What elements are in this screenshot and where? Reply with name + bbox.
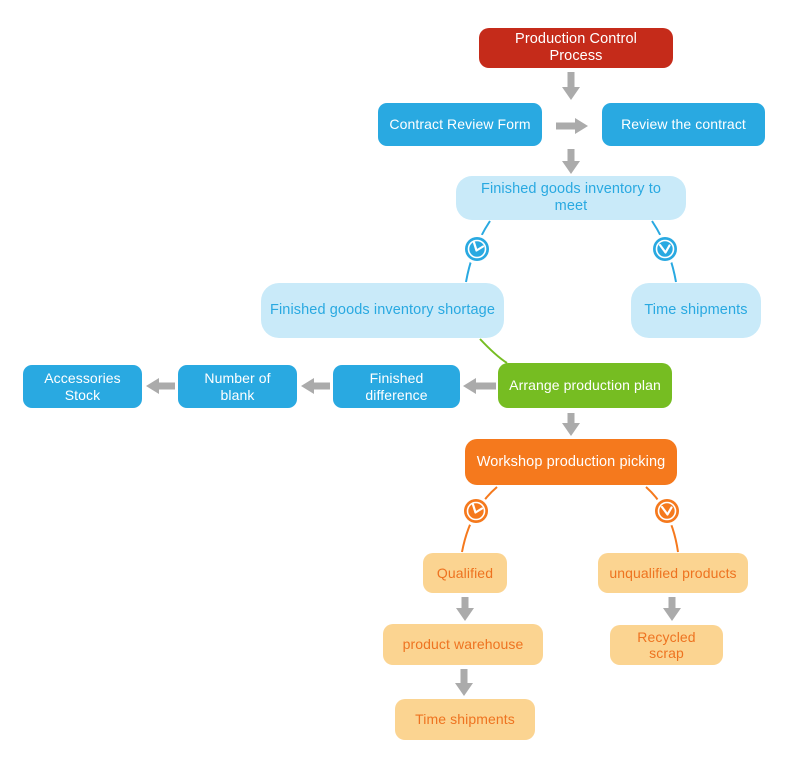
node-finished-goods-inventory-to-meet: Finished goods inventory to meet [456, 176, 686, 220]
arrow-down-icon [562, 72, 580, 100]
node-unqualified-products: unqualified products [598, 553, 748, 593]
clock-icon [650, 234, 680, 264]
node-qualified: Qualified [423, 553, 507, 593]
node-contract-review-form: Contract Review Form [378, 103, 542, 146]
arrow-left-icon [301, 378, 330, 394]
arrow-down-icon [456, 597, 474, 621]
node-workshop-production-picking: Workshop production picking [465, 439, 677, 485]
arrow-down-icon [663, 597, 681, 621]
node-time-shipments-upper: Time shipments [631, 283, 761, 338]
arrow-down-icon [562, 413, 580, 436]
node-number-of-blank: Number of blank [178, 365, 297, 408]
node-time-shipments-final: Time shipments [395, 699, 535, 740]
connector-line-green [479, 338, 508, 364]
node-finished-goods-inventory-shortage: Finished goods inventory shortage [261, 283, 504, 338]
node-product-warehouse: product warehouse [383, 624, 543, 665]
arrow-left-icon [146, 378, 175, 394]
node-finished-difference: Finished difference [333, 365, 460, 408]
clock-icon [461, 496, 491, 526]
node-arrange-production-plan: Arrange production plan [498, 363, 672, 408]
node-review-the-contract: Review the contract [602, 103, 765, 146]
node-recycled-scrap: Recycled scrap [610, 625, 723, 665]
node-production-control-process: Production Control Process [479, 28, 673, 68]
arrow-down-icon [455, 669, 473, 696]
arrow-down-icon [562, 149, 580, 174]
node-accessories-stock: Accessories Stock [23, 365, 142, 408]
clock-icon [652, 496, 682, 526]
arrow-right-icon [556, 118, 588, 134]
clock-icon [462, 234, 492, 264]
arrow-left-icon [463, 378, 496, 394]
